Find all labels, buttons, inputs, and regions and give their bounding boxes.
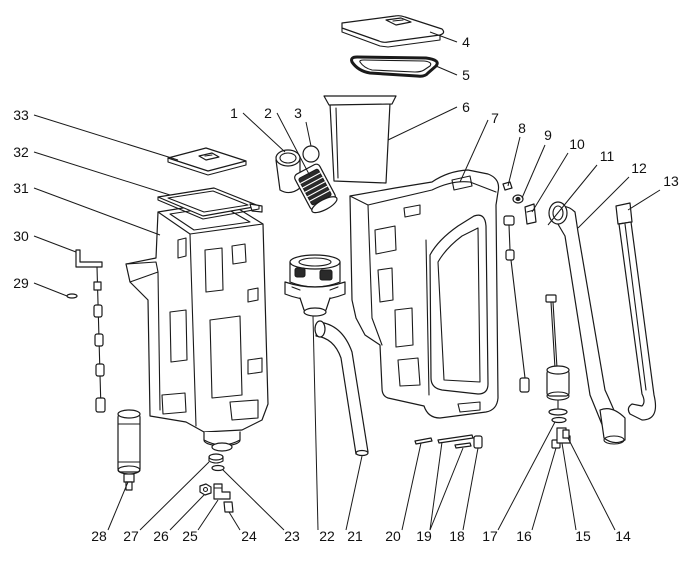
callout-15: 15: [575, 528, 591, 544]
callout-33: 33: [13, 107, 29, 123]
part-1-cylinder: [275, 149, 301, 194]
part-5-gasket-ring: [350, 55, 439, 78]
callout-7: 7: [491, 110, 499, 126]
part-33-small-lid: [167, 147, 247, 176]
callout-14: 14: [615, 528, 631, 544]
callout-25: 25: [182, 528, 198, 544]
part-7-rear-housing: [349, 169, 500, 419]
callout-numbers: 4 5 6 7 8 9 10 11 12 13 1 2 3 33 32 31 3…: [13, 34, 679, 544]
callout-10: 10: [569, 136, 585, 152]
callout-27: 27: [123, 528, 139, 544]
part-29-o-ring: [66, 293, 78, 299]
part-20-pin: [414, 437, 433, 445]
callout-8: 8: [518, 120, 526, 136]
part-6-water-tank: [323, 95, 397, 184]
callout-32: 32: [13, 144, 29, 160]
callout-13: 13: [663, 173, 679, 189]
part-8-clip: [502, 181, 513, 191]
callout-5: 5: [462, 67, 470, 83]
callout-26: 26: [153, 528, 169, 544]
part-24-connector: [223, 501, 234, 513]
callout-29: 29: [13, 275, 29, 291]
callout-11: 11: [600, 148, 615, 164]
callout-18: 18: [449, 528, 465, 544]
callout-12: 12: [631, 160, 647, 176]
part-22-pump-housing: [284, 254, 346, 317]
callout-4: 4: [462, 34, 470, 50]
callout-21: 21: [347, 528, 363, 544]
callout-24: 24: [241, 528, 257, 544]
part-32-seal-plate: [157, 187, 263, 220]
part-2-ribbed-filter: [294, 163, 338, 214]
part-27-cap-ring: [208, 453, 224, 464]
callout-22: 22: [319, 528, 335, 544]
part-19-pins: [437, 434, 474, 449]
part-30-float-switch: [75, 249, 106, 413]
part-13-hose: [615, 202, 657, 421]
part-26-nut: [199, 483, 212, 496]
callout-2: 2: [264, 105, 272, 121]
callout-16: 16: [516, 528, 532, 544]
part-11-guide-rod: [503, 215, 530, 393]
callout-17: 17: [482, 528, 498, 544]
part-31-main-housing: [125, 200, 269, 452]
part-10-bracket: [524, 203, 537, 225]
callout-19: 19: [416, 528, 432, 544]
part-9-ring-clip: [512, 194, 524, 204]
part-14-connector: [562, 429, 570, 439]
callout-6: 6: [462, 99, 470, 115]
part-25-elbow: [213, 483, 231, 500]
part-23-seal: [211, 464, 225, 472]
part-4-tank-lid: [341, 15, 445, 48]
callout-20: 20: [385, 528, 401, 544]
part-18-pin: [473, 435, 483, 449]
leader-lines: [33, 31, 661, 531]
part-21-bent-tube: [314, 320, 369, 457]
callout-1: 1: [230, 105, 238, 121]
callout-3: 3: [294, 105, 302, 121]
callout-28: 28: [91, 528, 107, 544]
callout-23: 23: [284, 528, 300, 544]
part-28-filter-cartridge: [117, 409, 141, 491]
callout-31: 31: [13, 180, 29, 196]
part-17-float-rod: [545, 294, 570, 424]
part-12-elbow-pipe: [548, 201, 626, 445]
callout-9: 9: [544, 127, 552, 143]
callout-30: 30: [13, 228, 29, 244]
part-3-disc: [302, 145, 320, 163]
